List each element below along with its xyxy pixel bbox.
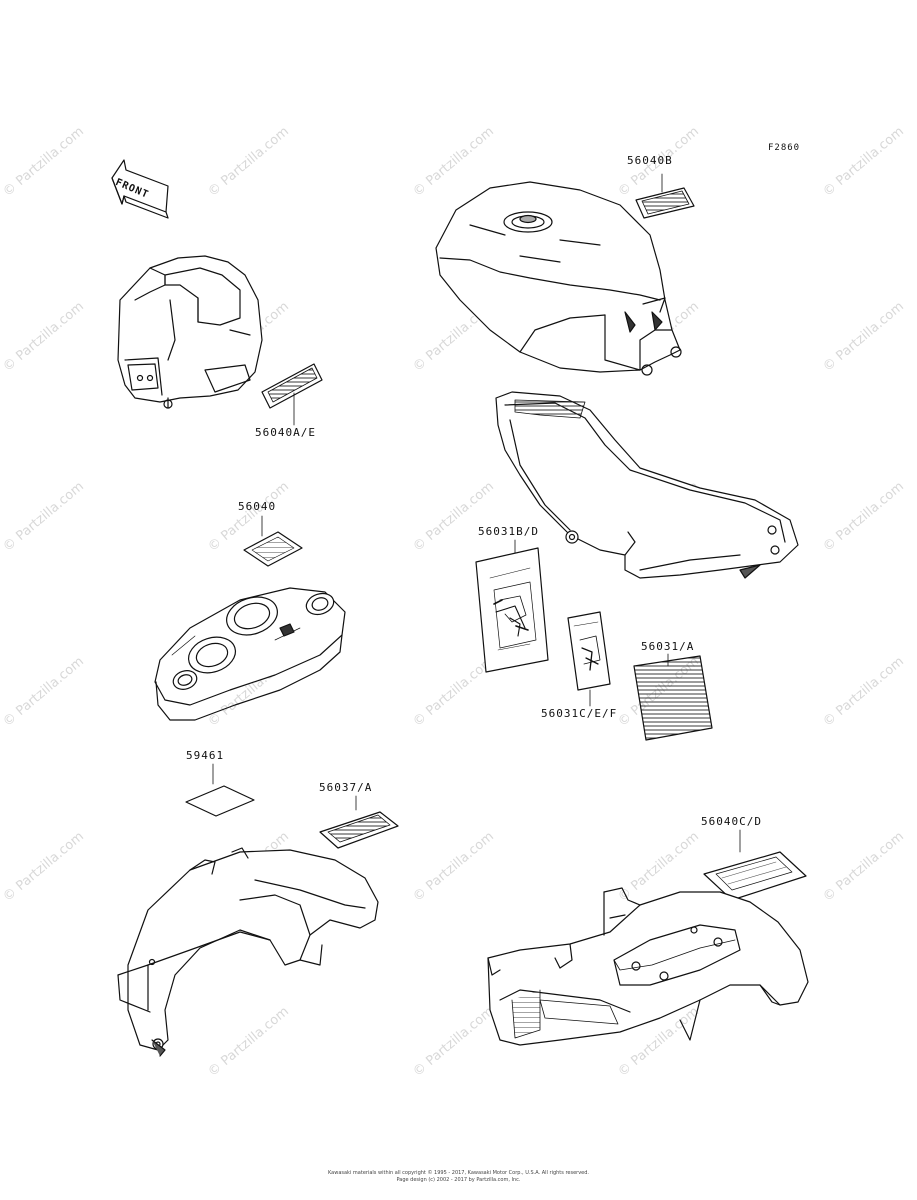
decal-59461 — [185, 763, 255, 817]
part-label-56031cef[interactable]: 56031C/E/F — [541, 707, 618, 720]
part-label-56031bd[interactable]: 56031B/D — [478, 525, 539, 538]
copyright-line: Kawasaki materials within all copyright … — [327, 1170, 590, 1176]
part-label-56040ae[interactable]: 56040A/E — [255, 426, 316, 439]
part-label-56040cd[interactable]: 56040C/D — [701, 815, 762, 828]
decal-56031cef — [567, 611, 611, 707]
meter-panel-part — [154, 587, 346, 721]
part-label-56031a[interactable]: 56031/A — [641, 640, 695, 653]
side-cover-part — [495, 391, 799, 579]
decal-56037a — [319, 795, 399, 849]
decal-56040cd — [703, 829, 807, 901]
decal-56040ae — [261, 363, 323, 426]
decal-56031a — [633, 653, 713, 741]
part-label-56040[interactable]: 56040 — [238, 500, 277, 513]
part-label-56037a[interactable]: 56037/A — [319, 781, 373, 794]
decal-56031bd — [475, 539, 549, 673]
decal-56040 — [243, 515, 303, 567]
front-arrow-icon — [111, 159, 169, 219]
fuel-tank-part — [435, 181, 682, 376]
upper-cowl-part — [117, 255, 263, 409]
decal-56040b — [635, 173, 695, 219]
page-design-line: Page design (c) 2002 - 2017 by Partzilla… — [396, 1177, 521, 1183]
front-fender-part — [117, 847, 379, 1057]
seat-cowl-part — [487, 887, 809, 1046]
part-label-56040b[interactable]: 56040B — [627, 154, 673, 167]
figure-code-label: F2860 — [768, 143, 801, 153]
part-label-59461[interactable]: 59461 — [186, 749, 225, 762]
